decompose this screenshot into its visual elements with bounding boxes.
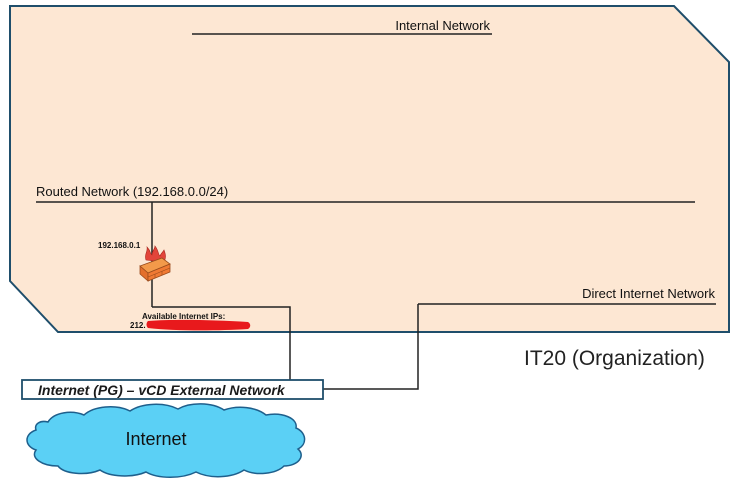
redacted-ip-mark <box>146 319 251 331</box>
external-network-box <box>21 379 324 400</box>
available-ips-value: 212. <box>130 321 146 330</box>
available-ips-label: Available Internet IPs: <box>142 312 225 321</box>
internet-cloud <box>26 403 306 478</box>
organization-label: IT20 (Organization) <box>524 347 705 370</box>
external-network-label: Internet (PG) – vCD External Network <box>38 382 286 398</box>
direct-internet-network-label: Direct Internet Network <box>582 286 715 301</box>
internal-network-label: Internal Network <box>395 18 490 33</box>
internet-cloud-label: Internet <box>125 429 186 449</box>
organization-boundary <box>9 5 730 333</box>
firewall-icon <box>139 245 171 282</box>
gateway-ip-label: 192.168.0.1 <box>98 241 141 250</box>
routed-network-label: Routed Network (192.168.0.0/24) <box>36 184 228 199</box>
direct-network-to-external-link <box>323 304 419 390</box>
gateway-to-external-link <box>152 306 291 380</box>
